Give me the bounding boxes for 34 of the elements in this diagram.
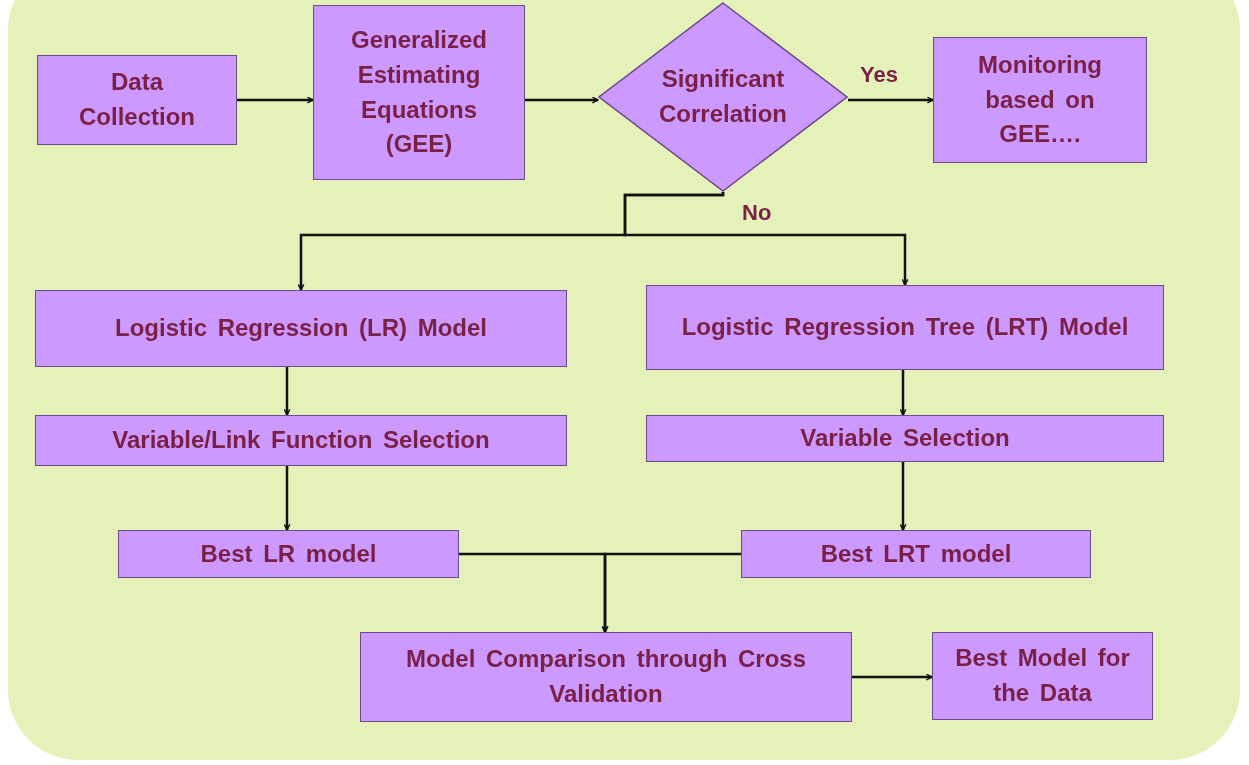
process-box: [360, 632, 852, 722]
arrow: [283, 367, 291, 416]
node-label: Logistic Regression (LR) Model: [115, 313, 487, 344]
process-box: [37, 55, 237, 145]
process-box: [933, 37, 1147, 163]
arrow: [601, 552, 741, 633]
node-label: Variable Selection: [800, 423, 1010, 454]
process-box: [646, 285, 1164, 370]
arrow: [237, 96, 314, 104]
process-box: [741, 530, 1091, 578]
node-label: Generalized Estimating Equations (GEE): [349, 24, 489, 160]
process-box: [932, 632, 1153, 720]
arrow: [525, 96, 599, 104]
node-label: Variable/Link Function Selection: [112, 425, 490, 456]
process-box: [35, 415, 567, 466]
arrow: [623, 191, 909, 286]
node-label: Significant Correlation: [658, 64, 788, 129]
decision-diamond: [598, 2, 848, 192]
node-label: Best LRT model: [820, 538, 1012, 569]
arrow: [899, 462, 907, 531]
process-box: [118, 530, 459, 578]
arrow: [899, 370, 907, 416]
node-label: Data Collection: [78, 67, 196, 132]
node-label: Best LR model: [200, 538, 377, 569]
arrow: [848, 96, 934, 104]
node-label: Monitoring based on GEE….: [977, 49, 1103, 150]
process-box: [313, 5, 525, 180]
node-label: Model Comparison through Cross Validation: [405, 644, 807, 709]
node-label: Logistic Regression Tree (LRT) Model: [681, 312, 1129, 343]
process-box: [646, 415, 1164, 462]
node-label: Best Model for the Data: [954, 643, 1131, 708]
process-box: [35, 290, 567, 367]
arrow: [283, 466, 291, 531]
arrow: [852, 673, 933, 681]
